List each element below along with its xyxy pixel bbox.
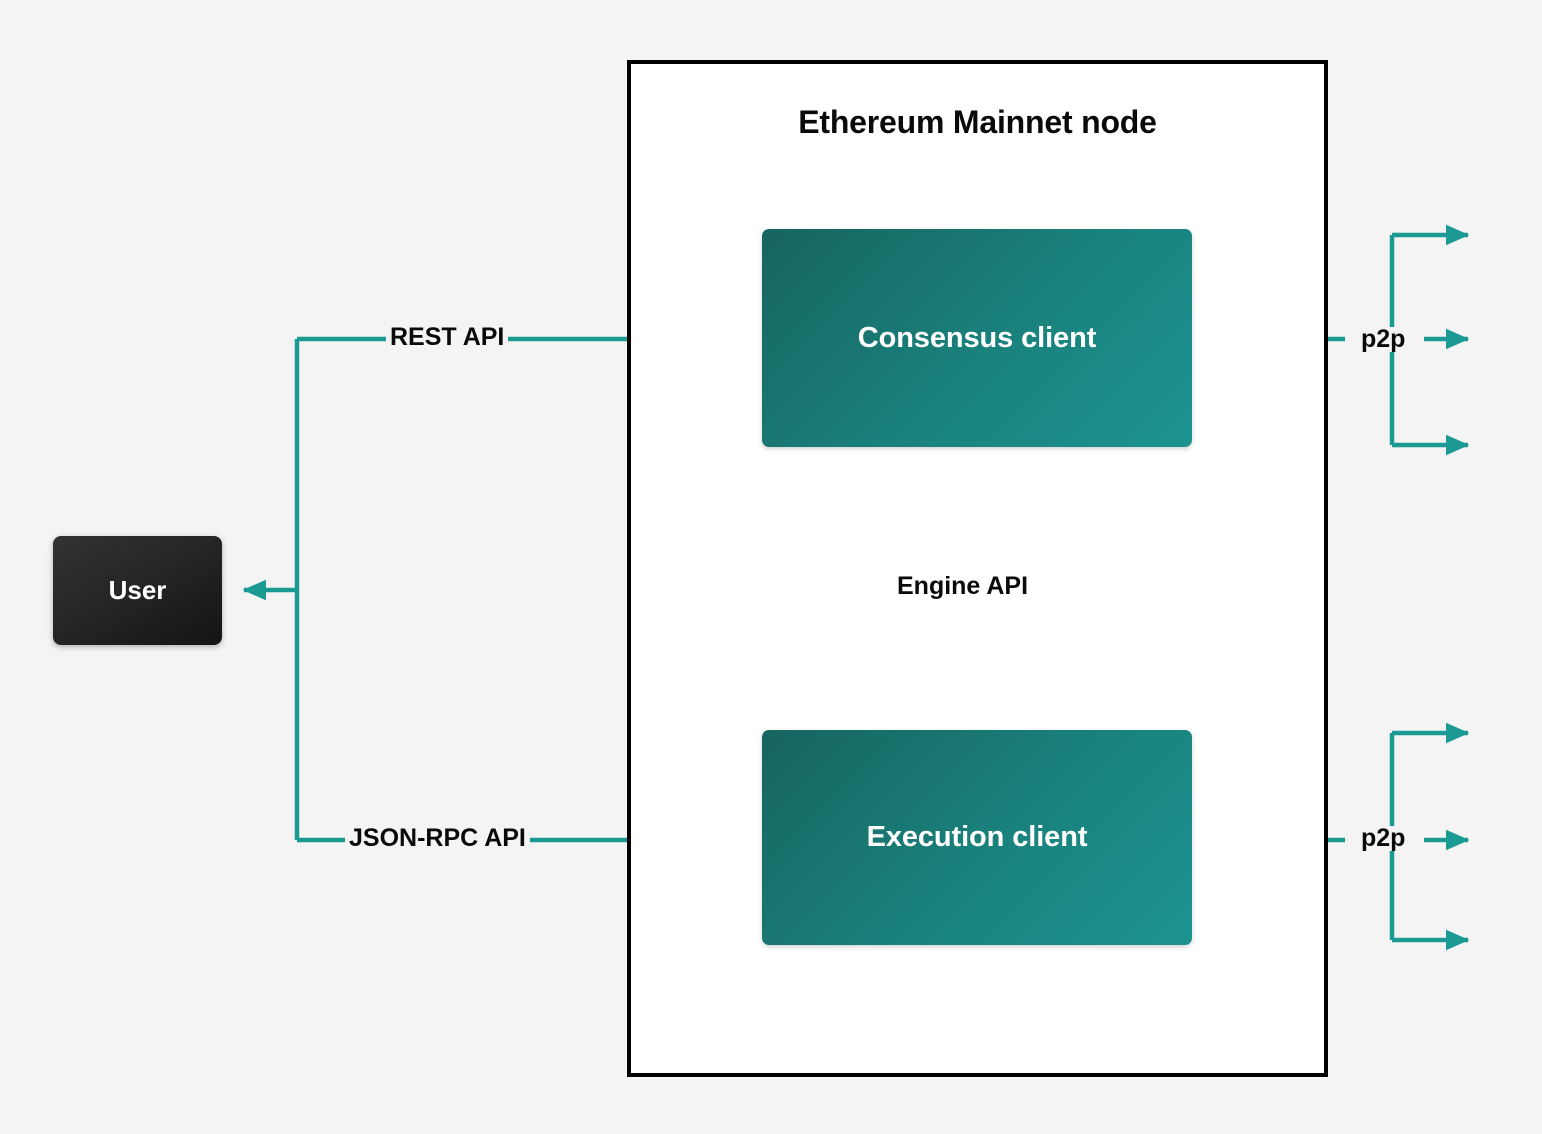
p2p-top-label: p2p xyxy=(1357,327,1410,352)
p2p-bottom-label: p2p xyxy=(1357,826,1410,851)
user-label: User xyxy=(108,575,167,605)
rest-api-label: REST API xyxy=(386,325,509,350)
consensus-client-node[interactable]: Consensus client xyxy=(762,229,1192,447)
json-rpc-api-label: JSON-RPC API xyxy=(345,826,530,851)
consensus-client-label: Consensus client xyxy=(857,321,1097,354)
execution-client-node[interactable]: Execution client xyxy=(762,730,1192,945)
user-node[interactable]: User xyxy=(53,536,222,645)
frame-title: Ethereum Mainnet node xyxy=(798,104,1157,140)
execution-client-label: Execution client xyxy=(866,821,1088,853)
engine-api-label: Engine API xyxy=(893,574,1033,599)
